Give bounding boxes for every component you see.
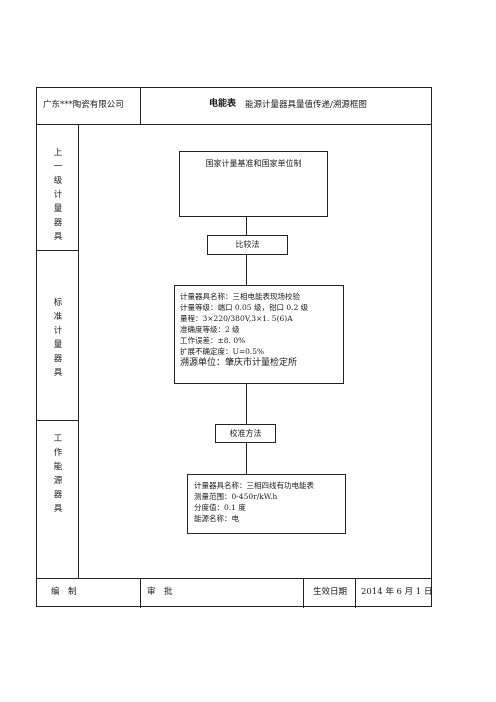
diagram-title: 能源计量器具量值传递/溯源框图 bbox=[245, 100, 367, 110]
meter-type-title: 电能表 bbox=[209, 99, 237, 109]
comparison-method-box: 比较法 bbox=[207, 235, 288, 255]
standard-line: 扩展不确定度：U=0.5% bbox=[180, 347, 265, 356]
calibration-method-box: 校准方法 bbox=[215, 424, 276, 443]
section-label-standard: 标准计量器具 bbox=[53, 298, 63, 378]
footer-divider bbox=[37, 578, 431, 579]
compile-label: 编 制 bbox=[51, 587, 77, 597]
header-divider bbox=[37, 124, 431, 125]
working-line: 能源名称：电 bbox=[194, 514, 239, 523]
footer-col-divider-1 bbox=[140, 578, 141, 608]
footer-col-divider-3 bbox=[355, 578, 356, 608]
footer-col-divider-2 bbox=[303, 578, 304, 608]
national-standard-text: 国家计量基准和国家单位制 bbox=[205, 159, 302, 168]
working-line: 测量范围：0-450r/kW.h bbox=[194, 492, 278, 501]
section-divider-2 bbox=[37, 420, 78, 421]
company-name: 广东***陶瓷有限公司 bbox=[43, 100, 124, 110]
standard-line: 溯源单位：肇庆市计量检定所 bbox=[180, 358, 298, 368]
section-label-upper: 上一级计量器具 bbox=[53, 148, 63, 242]
standard-line: 工作误差：±8. 0% bbox=[180, 336, 246, 345]
header-col-divider bbox=[140, 88, 141, 124]
connector-1 bbox=[246, 217, 247, 235]
connector-4 bbox=[246, 443, 247, 474]
document-frame: 广东***陶瓷有限公司 电能表 能源计量器具量值传递/溯源框图 上一级计量器具 … bbox=[36, 87, 433, 608]
working-line: 分度值：0.1 度 bbox=[194, 503, 246, 512]
left-column-divider bbox=[78, 124, 79, 578]
effective-date-label: 生效日期 bbox=[313, 587, 348, 597]
approve-label: 审 批 bbox=[147, 587, 173, 597]
section-divider-1 bbox=[37, 250, 78, 251]
connector-2 bbox=[246, 255, 247, 285]
working-line: 计量器具名称：三相四线有功电能表 bbox=[194, 481, 314, 490]
effective-date-value: 2014 年 6 月 1 日 bbox=[361, 587, 433, 597]
standard-line: 计量器具名称：三相电能表现场校验 bbox=[180, 292, 300, 301]
section-label-working: 工作能源器具 bbox=[53, 434, 63, 514]
working-instrument-box: 计量器具名称：三相四线有功电能表测量范围：0-450r/kW.h 分度值：0.1 … bbox=[187, 474, 346, 534]
comparison-method-text: 比较法 bbox=[235, 240, 260, 249]
standard-line: 量程：3×220/380V,3×1. 5(6)A bbox=[180, 314, 293, 323]
connector-3 bbox=[246, 384, 247, 424]
calibration-method-text: 校准方法 bbox=[229, 429, 262, 438]
standard-instrument-box: 计量器具名称：三相电能表现场校验计量等级：端口 0.05 级，钳口 0.2 级量… bbox=[174, 285, 344, 384]
standard-line: 计量等级：端口 0.05 级，钳口 0.2 级 bbox=[180, 303, 309, 312]
national-standard-box: 国家计量基准和国家单位制 bbox=[179, 151, 328, 217]
standard-line: 准确度等级：2 级 bbox=[180, 325, 240, 334]
